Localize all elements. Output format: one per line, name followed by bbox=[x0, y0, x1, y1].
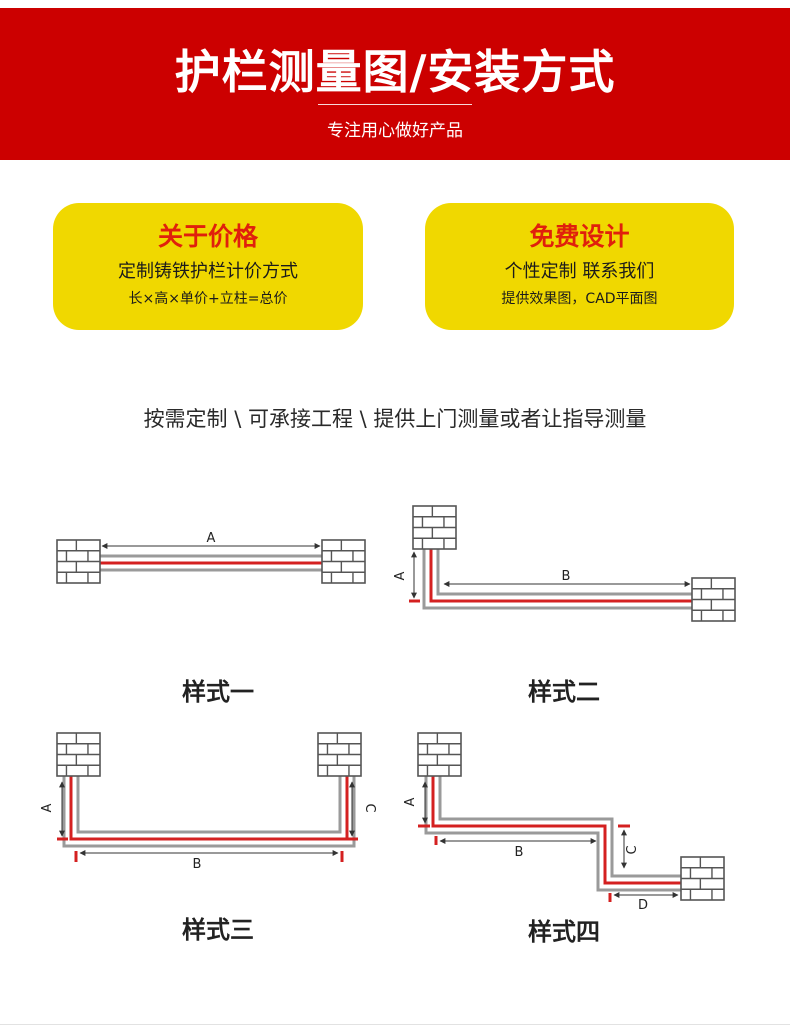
header-banner: 护栏测量图/安装方式 专注用心做好产品 bbox=[0, 8, 790, 160]
dimension-d-label: D bbox=[638, 898, 648, 913]
dimension-c-label: C bbox=[625, 845, 640, 854]
dimension-b-label: B bbox=[193, 857, 202, 872]
style-4-rail bbox=[424, 776, 681, 892]
bottom-divider bbox=[0, 1024, 790, 1025]
dimension-a-label: A bbox=[40, 803, 55, 812]
brick-pillar-icon bbox=[321, 539, 366, 584]
style-4-diagram: A B C D bbox=[403, 732, 725, 913]
pricing-card: 关于价格 定制铸铁护栏计价方式 长×高×单价+立柱=总价 bbox=[53, 203, 363, 330]
brick-pillar-icon bbox=[317, 732, 362, 777]
style-2-label: 样式二 bbox=[528, 678, 600, 706]
style-3-rail bbox=[62, 776, 356, 848]
dimension-b-label: B bbox=[562, 569, 571, 584]
brick-pillar-icon bbox=[680, 856, 725, 901]
brick-pillar-icon bbox=[412, 505, 457, 550]
pricing-card-title: 关于价格 bbox=[157, 222, 258, 251]
style-4-label: 样式四 bbox=[528, 918, 600, 946]
design-card-line1: 个性定制 联系我们 bbox=[504, 261, 655, 282]
dimension-a-label: A bbox=[207, 531, 216, 546]
design-card: 免费设计 个性定制 联系我们 提供效果图，CAD平面图 bbox=[425, 203, 734, 330]
pricing-card-line2: 长×高×单价+立柱=总价 bbox=[128, 291, 288, 307]
title-divider bbox=[318, 104, 472, 105]
design-card-title: 免费设计 bbox=[529, 222, 630, 251]
style-3-label: 样式三 bbox=[182, 916, 254, 944]
brick-pillar-icon bbox=[56, 539, 101, 584]
style-1-rail bbox=[100, 554, 322, 572]
page-subtitle: 专注用心做好产品 bbox=[327, 121, 463, 141]
dimension-b-label: B bbox=[515, 845, 524, 860]
brick-pillar-icon bbox=[56, 732, 101, 777]
dimension-a-label: A bbox=[393, 571, 408, 580]
style-1-label: 样式一 bbox=[182, 678, 254, 706]
style-2-rail bbox=[422, 548, 692, 610]
service-headline: 按需定制 \ 可承接工程 \ 提供上门测量或者让指导测量 bbox=[143, 407, 647, 431]
dimension-a-label: A bbox=[403, 797, 418, 806]
brick-pillar-icon bbox=[417, 732, 462, 777]
style-1-diagram: A bbox=[56, 531, 366, 584]
pricing-card-line1: 定制铸铁护栏计价方式 bbox=[118, 261, 298, 282]
style-2-diagram: B A bbox=[393, 505, 736, 622]
brick-pillar-icon bbox=[691, 577, 736, 622]
design-card-line2: 提供效果图，CAD平面图 bbox=[501, 291, 658, 307]
page-title: 护栏测量图/安装方式 bbox=[174, 45, 616, 99]
dimension-c-label: C bbox=[362, 803, 377, 812]
style-3-diagram: A C B bbox=[40, 732, 377, 872]
